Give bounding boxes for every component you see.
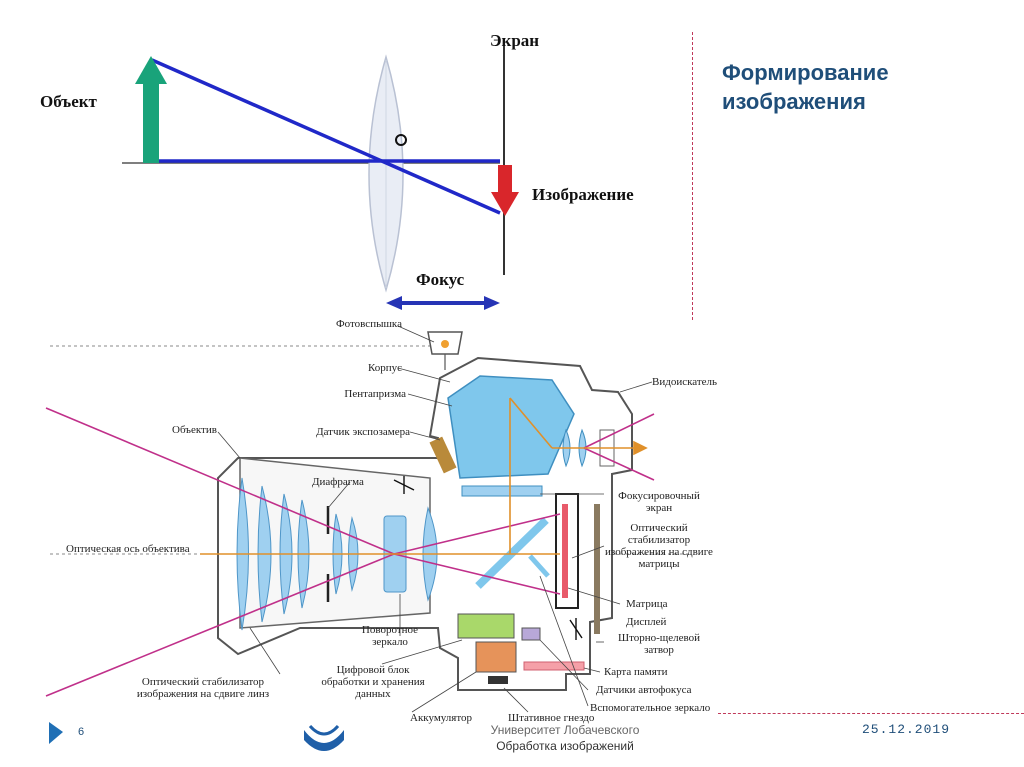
object-label: Объект [40,92,97,111]
label-shutter: Шторно-щелевой затвор [617,632,701,656]
leader-lines [217,325,653,713]
label-flash: Фотовспышка [335,318,402,330]
label-display: Дисплей [626,616,667,628]
divider-vertical [692,32,693,320]
memory-card [523,661,585,671]
label-lens: Объектив [172,424,217,436]
label-tripod: Штативное гнездо [508,712,595,724]
aux-mirror [528,554,550,578]
university-logo-icon [304,724,344,751]
slide-number: 6 [78,726,85,738]
matrix [562,504,568,598]
label-matrix: Матрица [626,598,668,610]
label-body: Корпус [367,362,402,374]
stabilizer-arrows [393,476,583,640]
label-matrix-stabilizer: Оптический стабилизатор изображения на с… [605,522,713,570]
light-rays [45,407,655,697]
label-memory-card: Карта памяти [604,666,668,678]
label-mirror: Поворотное зеркало [361,624,419,648]
label-focus-screen: Фокусировочный экран [618,490,700,514]
label-viewfinder: Видоискатель [652,376,718,388]
display [594,504,600,634]
battery [475,641,517,673]
focus-screen [461,485,543,497]
label-aperture: Диафрагма [312,476,364,488]
label-lens-stabilizer: Оптический стабилизатор изображения на с… [136,676,270,700]
label-af-sensors: Датчики автофокуса [596,684,692,696]
image-label: Изображение [532,185,634,204]
label-battery: Аккумулятор [410,712,473,724]
focus-double-arrow [386,296,500,310]
digital-block [457,613,515,639]
focus-label: Фокус [416,270,465,289]
flash-unit [427,331,463,370]
footer-org-line1: Университет Лобачевского [490,723,640,737]
footer-organization: Университет Лобачевского Обработка изобр… [470,722,660,754]
lens-diagram [122,42,519,310]
exposure-sensor [429,436,457,474]
camera-diagram [45,325,690,713]
af-sensor [521,627,541,641]
focal-point-marker [395,134,407,146]
main-mirror [475,517,549,589]
ray-through-center [151,58,501,215]
slide-date: 25.12.2019 [862,722,951,737]
pentaprism [447,375,575,479]
label-aux-mirror: Вспомогательное зеркало [590,702,711,714]
label-exposure-sensor: Датчик экспозамера [316,426,410,438]
screen-label: Экран [490,31,540,50]
footer-org-line2: Обработка изображений [496,739,634,753]
axis-rays [200,397,648,555]
object-arrow [135,56,167,163]
divider-horizontal [718,713,1024,714]
label-pentaprism: Пентапризма [344,388,406,400]
nav-arrow-icon[interactable] [46,720,66,746]
image-arrow [491,165,519,216]
tripod-socket [488,676,508,684]
label-digital-block: Цифровой блок обработки и хранения данны… [321,664,425,700]
slide-title: Формирование изображения [722,60,889,114]
label-optical-axis: Оптическая ось объектива [66,543,190,555]
